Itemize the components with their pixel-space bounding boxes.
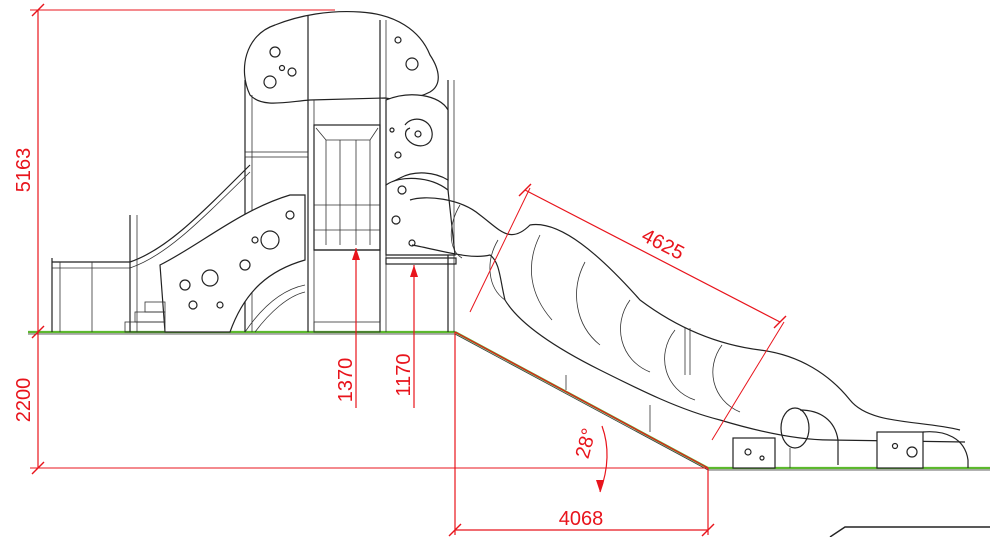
exit-box-left: [732, 437, 776, 469]
slide-exit: [780, 407, 810, 449]
dim-total-height: 5163: [13, 148, 35, 193]
slide-tube-upper-edge: [409, 197, 961, 431]
dim-slide-length: 4625: [638, 225, 688, 265]
dim-platform-height: 2200: [13, 378, 35, 423]
dim-step-height-a: 1370: [335, 358, 357, 403]
stair-ramp: [51, 164, 306, 333]
exit-box-right: [876, 431, 924, 469]
ramp-side-panel: [159, 194, 306, 333]
tube-slide: [409, 197, 969, 469]
tower-side-panel: [385, 94, 449, 186]
ground: [28, 330, 990, 471]
handrail: [52, 164, 251, 263]
tower: [243, 11, 457, 333]
eye-decoration: [404, 118, 433, 147]
dim-slope-run: 4068: [559, 508, 604, 530]
title-block-corner: [829, 526, 990, 537]
slide-tube-lower-edge: [411, 244, 966, 443]
roof-cloud-panel: [243, 11, 439, 104]
dim-step-height-b: 1170: [393, 353, 415, 396]
dim-slope-angle: 28°: [572, 426, 601, 461]
